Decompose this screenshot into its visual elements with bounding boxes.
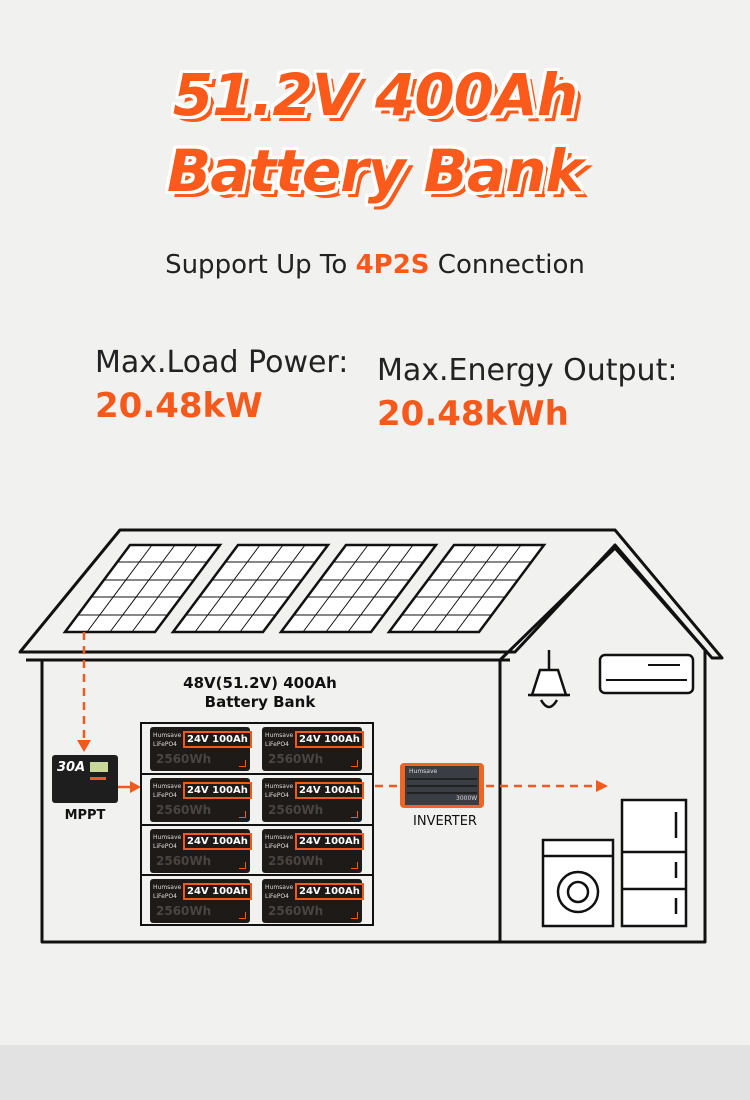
chem-text: LiFePO4 xyxy=(265,843,289,850)
inverter xyxy=(400,763,484,808)
chem-text: LiFePO4 xyxy=(153,843,177,850)
refrigerator-icon xyxy=(620,798,688,928)
solar-panel xyxy=(278,543,439,634)
battery-corner-mark xyxy=(239,811,246,818)
chem-text: LiFePO4 xyxy=(153,893,177,900)
inverter-label: INVERTER xyxy=(413,814,477,829)
battery-corner-mark xyxy=(239,760,246,767)
battery-energy: 2560Wh xyxy=(156,752,212,766)
mppt-controller xyxy=(52,755,118,803)
stat-label: Max.Energy Output: xyxy=(377,353,678,388)
brand-text: Humsave xyxy=(265,884,294,891)
brand-text: Humsave xyxy=(265,834,294,841)
battery-corner-mark xyxy=(239,862,246,869)
inverter-rating: 3000W xyxy=(456,795,478,802)
roof-outline xyxy=(18,528,724,660)
battery-corner-mark xyxy=(351,862,358,869)
support-prefix: Support Up To xyxy=(165,250,356,280)
brand-text: Humsave xyxy=(265,783,294,790)
solar-panel xyxy=(170,543,331,634)
stat-max-load-power: Max.Load Power: 20.48kW xyxy=(95,345,348,426)
stat-label: Max.Load Power: xyxy=(95,345,349,380)
brand-text: Humsave xyxy=(153,732,182,739)
battery-corner-mark xyxy=(351,912,358,919)
battery-rating: 24V 100Ah xyxy=(183,883,252,900)
title-line-1: 51.2V 400Ah xyxy=(172,61,578,129)
battery-bank-frame xyxy=(140,722,374,926)
battery-rating: 24V 100Ah xyxy=(295,833,364,850)
chem-text: LiFePO4 xyxy=(265,741,289,748)
battery-rating: 24V 100Ah xyxy=(183,782,252,799)
battery-rating: 24V 100Ah xyxy=(183,833,252,850)
ceiling-lamp-icon xyxy=(528,650,570,709)
title-line-2: Battery Bank xyxy=(167,137,584,205)
mppt-label: MPPT xyxy=(64,808,106,823)
bank-label-line-1: 48V(51.2V) 400Ah xyxy=(183,674,337,692)
battery-corner-mark xyxy=(351,811,358,818)
battery-rating: 24V 100Ah xyxy=(183,731,252,748)
torn-paper-edge xyxy=(0,1045,750,1100)
bank-label-line-2: Battery Bank xyxy=(204,693,316,711)
chem-text: LiFePO4 xyxy=(265,792,289,799)
stat-value: 20.48kW xyxy=(95,386,263,426)
air-conditioner-icon xyxy=(598,653,695,695)
support-highlight: 4P2S xyxy=(355,250,430,280)
battery-corner-mark xyxy=(239,912,246,919)
battery-energy: 2560Wh xyxy=(268,854,324,868)
support-connection-text: Support Up To 4P2S Connection xyxy=(0,250,750,280)
battery-energy: 2560Wh xyxy=(156,854,212,868)
brand-text: Humsave xyxy=(153,783,182,790)
battery-energy: 2560Wh xyxy=(156,904,212,918)
solar-panel xyxy=(386,543,547,634)
battery-rating: 24V 100Ah xyxy=(295,782,364,799)
battery-rating: 24V 100Ah xyxy=(295,731,364,748)
solar-panel xyxy=(62,543,223,634)
stat-max-energy-output: Max.Energy Output: 20.48kWh xyxy=(377,353,677,434)
brand-text: Humsave xyxy=(153,834,182,841)
brand-text: Humsave xyxy=(265,732,294,739)
brand-text: Humsave xyxy=(153,884,182,891)
battery-energy: 2560Wh xyxy=(268,904,324,918)
battery-rating: 24V 100Ah xyxy=(295,883,364,900)
washing-machine-icon xyxy=(541,838,615,928)
chem-text: LiFePO4 xyxy=(153,741,177,748)
chem-text: LiFePO4 xyxy=(153,792,177,799)
battery-energy: 2560Wh xyxy=(268,803,324,817)
solar-panels xyxy=(62,543,547,634)
battery-energy: 2560Wh xyxy=(156,803,212,817)
flow-arrows xyxy=(77,632,608,793)
chem-text: LiFePO4 xyxy=(265,893,289,900)
inverter-brand: Humsave xyxy=(409,768,438,775)
battery-energy: 2560Wh xyxy=(268,752,324,766)
support-suffix: Connection xyxy=(429,250,585,280)
stat-value: 20.48kWh xyxy=(377,394,569,434)
house-body-right xyxy=(498,546,707,944)
house-body-left xyxy=(40,658,502,944)
mppt-rating: 30A xyxy=(57,760,86,775)
battery-corner-mark xyxy=(351,760,358,767)
